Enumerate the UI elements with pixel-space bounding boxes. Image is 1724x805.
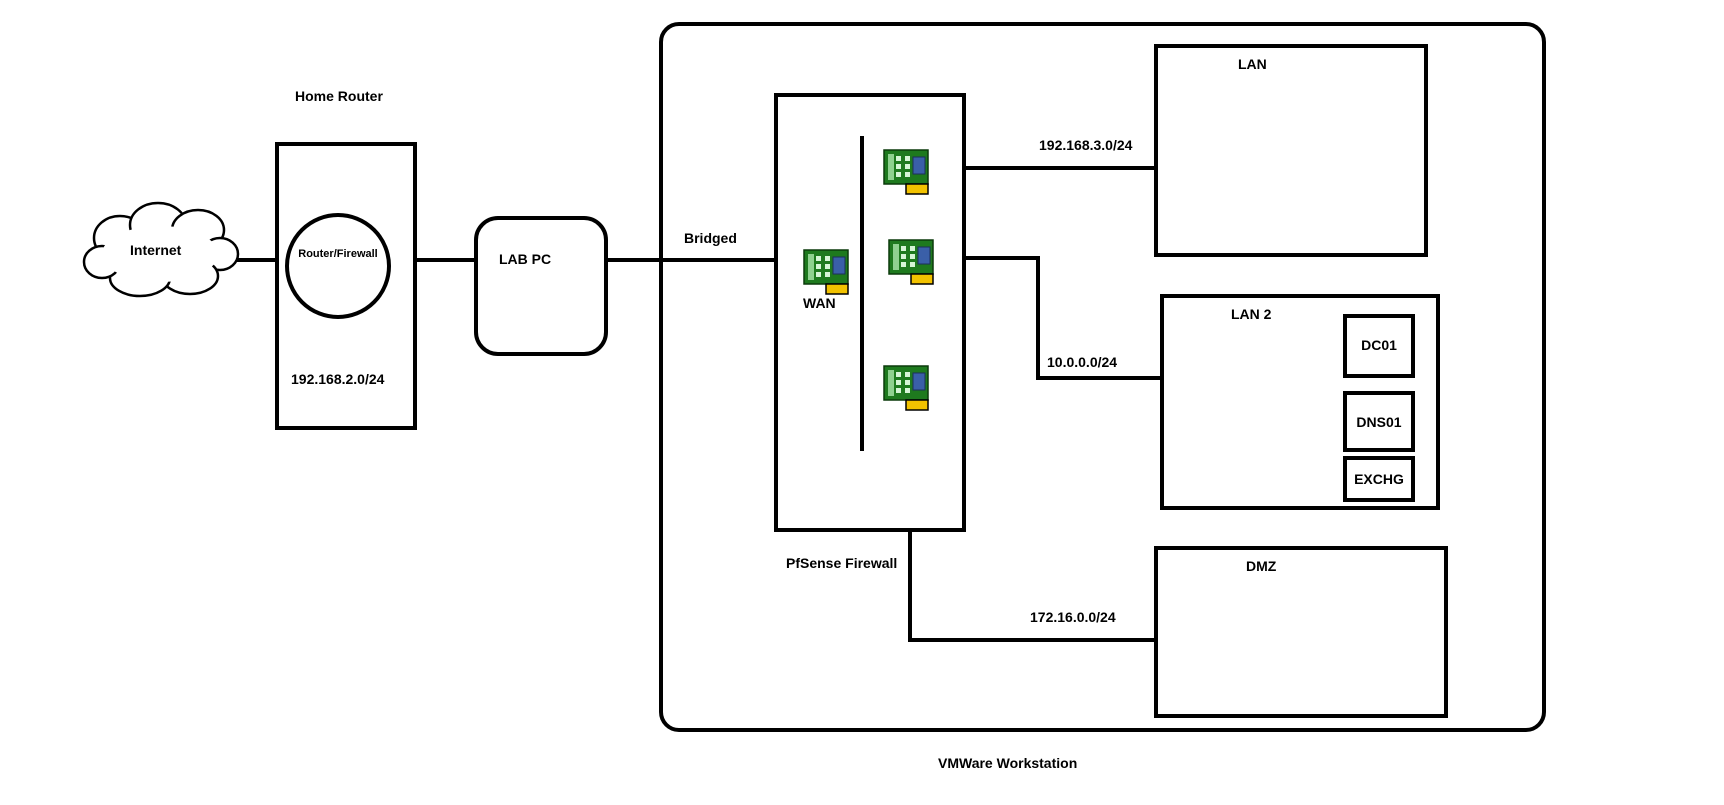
lab-pc-box bbox=[474, 216, 608, 356]
dmz-box bbox=[1154, 546, 1448, 718]
pfsense-firewall-label: PfSense Firewall bbox=[786, 555, 897, 571]
vmware-workstation-label: VMWare Workstation bbox=[938, 755, 1077, 771]
vmware-workstation-box bbox=[659, 22, 1546, 732]
lan-title: LAN bbox=[1238, 56, 1267, 72]
router-firewall-label: Router/Firewall bbox=[298, 248, 377, 260]
lab-pc-label: LAB PC bbox=[499, 251, 551, 267]
bridged-label: Bridged bbox=[684, 230, 737, 246]
server-box-exchg bbox=[1343, 456, 1415, 502]
dmz-subnet-label: 172.16.0.0/24 bbox=[1030, 609, 1116, 625]
server-box-dns01 bbox=[1343, 391, 1415, 452]
home-subnet-label: 192.168.2.0/24 bbox=[291, 371, 385, 387]
server-label-dc01: DC01 bbox=[1361, 337, 1397, 353]
lan2-title: LAN 2 bbox=[1231, 306, 1272, 322]
server-label-dns01: DNS01 bbox=[1356, 414, 1401, 430]
cloud-icon bbox=[82, 201, 240, 298]
server-box-dc01 bbox=[1343, 314, 1415, 378]
lan-box bbox=[1154, 44, 1428, 257]
home-router-title: Home Router bbox=[295, 88, 383, 104]
pfsense-firewall-box bbox=[774, 93, 966, 532]
server-label-exchg: EXCHG bbox=[1354, 471, 1404, 487]
dmz-title: DMZ bbox=[1246, 558, 1277, 574]
nic-to-lan2-wire bbox=[936, 256, 1162, 380]
lan-subnet-label: 192.168.3.0/24 bbox=[1039, 137, 1133, 153]
internet-label: Internet bbox=[130, 242, 182, 258]
router-firewall-circle bbox=[285, 213, 391, 319]
lan2-subnet-label: 10.0.0.0/24 bbox=[1047, 354, 1117, 370]
wan-label: WAN bbox=[803, 295, 836, 311]
